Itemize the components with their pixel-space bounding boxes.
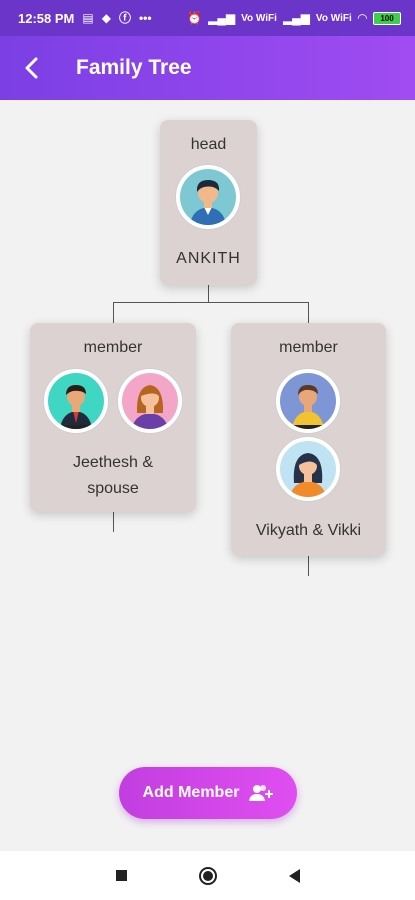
add-person-icon [249,785,274,801]
page-title: Family Tree [76,56,192,79]
member-role-label: member [279,339,338,356]
spouse-avatar [275,436,341,502]
head-role-label: head [190,136,227,153]
tree-connector [308,302,309,324]
network-label-1: Vo WiFi [241,12,277,24]
member-card[interactable]: member Vikyath & Vikki [231,323,386,556]
female-avatar-icon [280,441,336,497]
member-avatar [43,368,109,434]
battery-icon: 100 [373,11,401,25]
male-avatar-icon [180,169,236,225]
member-name-line2: spouse [87,480,139,497]
home-icon[interactable] [198,866,217,885]
member-avatar [275,368,341,434]
member-role-label: member [83,339,143,356]
tree-connector [113,302,114,324]
signal-icon-2: ▂▄▆ [282,11,310,25]
add-member-button[interactable]: Add Member [119,767,297,819]
tree-connector [113,512,114,532]
add-member-label: Add Member [142,784,240,801]
status-bar: 12:58 PM ▤ ◆ ⓕ ••• ⏰ ▂▄▆ Vo WiFi ▂▄▆ Vo … [0,0,415,36]
wifi-icon: ◠ [357,11,367,25]
head-name: ANKITH [176,250,241,267]
head-card[interactable]: head ANKITH [160,120,257,285]
female-avatar-icon [122,373,178,429]
system-nav-bar [0,851,415,900]
back-button[interactable] [12,48,52,88]
message-icon: ▤ [82,11,94,25]
more-notifications-icon: ••• [138,11,152,25]
chevron-left-icon [25,57,38,79]
male-avatar-icon [280,373,336,429]
status-time: 12:58 PM [18,10,75,26]
member-name-line1: Vikyath & Vikki [255,522,362,539]
member-card[interactable]: member Jeethesh & s [30,323,196,512]
recents-icon[interactable] [115,870,127,881]
signal-icon: ▂▄▆ [208,11,236,25]
notification-icon: ◆ [101,11,111,25]
tree-connector [113,302,309,303]
network-label-2: Vo WiFi [315,12,352,24]
alarm-icon: ⏰ [187,11,203,25]
app-bar: Family Tree [0,36,415,100]
head-avatar [175,164,241,230]
back-triangle-icon[interactable] [288,868,300,883]
facebook-icon: ⓕ [118,11,131,25]
tree-connector [308,556,309,576]
male-avatar-icon [48,373,104,429]
tree-connector [208,285,209,303]
spouse-avatar [117,368,183,434]
member-name-line1: Jeethesh & [72,454,154,471]
